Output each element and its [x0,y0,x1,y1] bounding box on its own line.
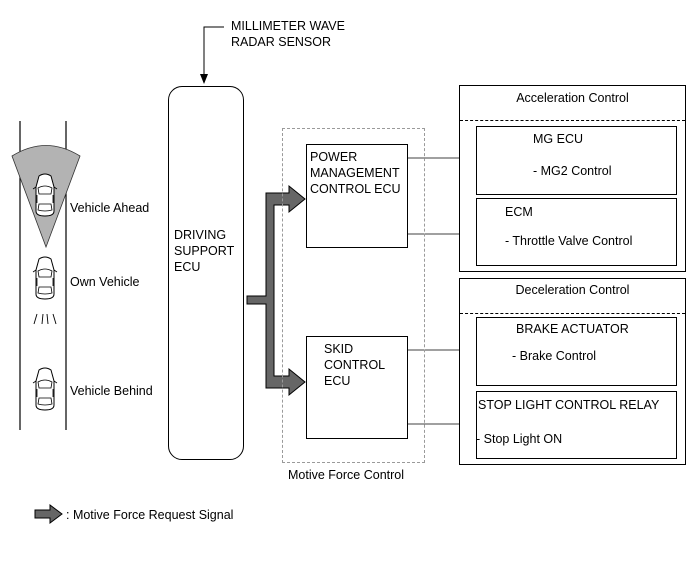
skid-control-ecu-line3: ECU [324,374,351,388]
ecm-box [476,198,677,266]
power-management-ecu-line1: POWER [310,150,358,164]
skid-control-ecu-line2: CONTROL [324,358,386,372]
motive-force-request-arrow [246,184,306,397]
legend-arrow-icon [34,504,63,524]
vehicle-ahead-label: Vehicle Ahead [70,201,150,215]
power-management-ecu-line2: MANAGEMENT [310,166,400,180]
mg-ecu-name: MG ECU [533,132,583,146]
motive-force-control-label: Motive Force Control [288,468,405,482]
stop-light-relay-name: STOP LIGHT CONTROL RELAY [478,398,660,412]
legend-label: : Motive Force Request Signal [66,508,234,522]
mg-ecu-box [476,126,677,195]
driving-support-ecu-box [168,86,244,460]
ecm-function: - Throttle Valve Control [505,234,633,248]
mg-ecu-function: - MG2 Control [533,164,612,178]
stop-light-relay-box [476,391,677,459]
brake-actuator-box [476,317,677,386]
radar-sensor-label-line2: RADAR SENSOR [231,35,332,49]
vehicle-behind-label: Vehicle Behind [70,384,153,398]
brake-actuator-name: BRAKE ACTUATOR [516,322,629,336]
skid-control-ecu-box [306,336,408,439]
radar-sensor-arrow [200,26,224,84]
power-management-ecu-line3: CONTROL ECU [310,182,401,196]
acceleration-divider [460,120,685,121]
radar-wave-marks [33,313,57,325]
deceleration-divider [460,313,685,314]
skid-control-ecu-line1: SKID [324,342,354,356]
own-vehicle-label: Own Vehicle [70,275,140,289]
ecm-name: ECM [505,205,533,219]
driving-support-ecu-line1: DRIVING [174,228,227,242]
deceleration-control-title: Deceleration Control [515,283,630,297]
car-icon [32,367,58,411]
stop-light-relay-function: - Stop Light ON [476,432,563,446]
driving-support-ecu-line3: ECU [174,260,201,274]
motive-force-control-frame [282,128,425,463]
acceleration-control-title: Acceleration Control [516,91,629,105]
brake-actuator-function: - Brake Control [512,349,597,363]
car-icon [32,256,58,300]
power-management-ecu-box [306,144,408,248]
radar-sensor-label-line1: MILLIMETER WAVE [231,19,345,33]
driving-support-ecu-line2: SUPPORT [174,244,235,258]
